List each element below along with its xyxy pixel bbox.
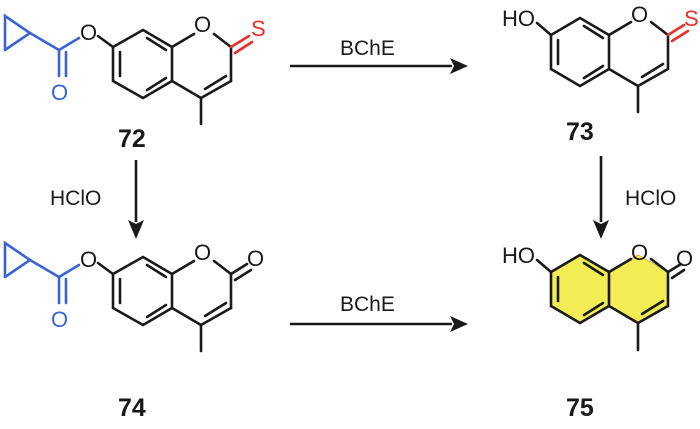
compound-label-75: 75: [566, 394, 594, 422]
reagent-left: HClO: [50, 187, 101, 210]
carbonyl-oxygen-74: O: [51, 307, 68, 332]
compound-label-73: 73: [566, 118, 594, 146]
compound-72: O O O S 72: [3, 12, 266, 153]
arrowhead-right: [593, 220, 609, 239]
compound-label-72: 72: [118, 125, 146, 153]
arrowhead-top: [450, 58, 468, 74]
arrowhead-left: [128, 220, 144, 239]
arrow-bottom: BChE: [290, 293, 468, 332]
arrowhead-bottom: [450, 316, 468, 332]
arrow-right: HClO: [593, 156, 676, 239]
compound-74: O O O O 74: [3, 240, 264, 422]
ring-oxygen-74: O: [194, 240, 211, 265]
ring-oxygen-75: O: [631, 240, 648, 265]
fluorescent-highlight-benzo: [550, 254, 610, 324]
thione-sulfur-72: S: [251, 16, 266, 41]
reagent-top: BChE: [340, 37, 395, 60]
compound-73: HO O S 73: [502, 2, 699, 146]
compound-label-74: 74: [118, 394, 146, 422]
compound-75: HO O O 75: [502, 240, 693, 422]
lactone-oxygen-74: O: [247, 246, 264, 271]
hydroxyl-75: HO: [502, 243, 535, 268]
thione-sulfur-73: S: [684, 6, 699, 31]
carbonyl-oxygen-72: O: [51, 80, 68, 105]
ester-oxygen-72: O: [80, 20, 97, 45]
ring-oxygen-73: O: [631, 2, 648, 27]
reagent-right: HClO: [625, 187, 676, 210]
ring-oxygen-72: O: [194, 12, 211, 37]
arrow-top: BChE: [290, 37, 468, 74]
ester-oxygen-74: O: [80, 247, 97, 272]
hydroxyl-73: HO: [502, 6, 535, 31]
lactone-oxygen-75: O: [676, 246, 693, 271]
arrow-left: HClO: [50, 160, 144, 239]
reagent-bottom: BChE: [340, 293, 395, 316]
